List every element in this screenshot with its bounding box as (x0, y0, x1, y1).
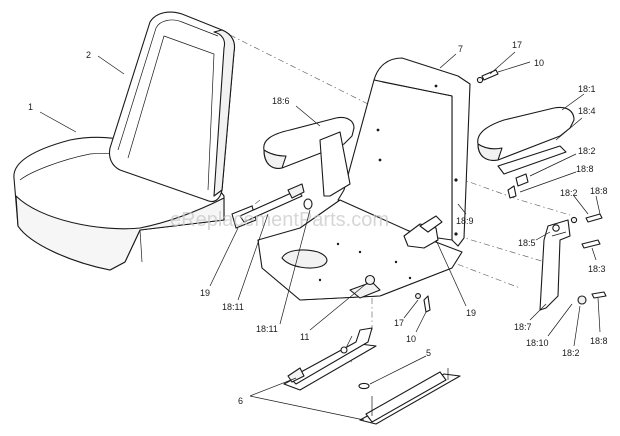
left-armrest (263, 116, 355, 197)
slide-rail-left (283, 327, 377, 391)
callout-5: 5 (426, 348, 431, 358)
callout-18-7: 18:7 (514, 322, 532, 332)
callout-2: 2 (86, 50, 91, 60)
callout-18-11: 18:11 (222, 302, 244, 312)
seat-frame (257, 57, 471, 301)
callout-labels: 1 2 7 17 10 18:1 18:4 18:6 18:2 18:8 18:… (28, 40, 608, 406)
callout-18-2: 18:2 (562, 348, 580, 358)
watermark: eReplacementParts.com (170, 209, 389, 231)
callout-18-8: 18:8 (590, 336, 608, 346)
seat-back-cushion (108, 11, 236, 203)
callout-11: 11 (300, 332, 309, 342)
callout-18-11: 18:11 (256, 324, 278, 334)
callout-19: 19 (466, 308, 476, 318)
leader-lines (39, 51, 601, 421)
callout-17: 17 (512, 40, 522, 50)
callout-19: 19 (200, 288, 210, 298)
callout-10: 10 (534, 58, 544, 68)
seat-belt-assembly (231, 183, 443, 286)
callout-18-9: 18:9 (456, 216, 474, 226)
callout-18-8: 18:8 (590, 186, 608, 196)
washer-5 (358, 382, 370, 390)
callout-18-8: 18:8 (576, 164, 594, 174)
callout-18-1: 18:1 (578, 84, 596, 94)
callout-18-6: 18:6 (272, 96, 290, 106)
armrest-bracket (539, 219, 587, 311)
callout-18-5: 18:5 (518, 238, 536, 248)
callout-1: 1 (28, 102, 33, 112)
slide-rail-right (359, 368, 461, 425)
callout-18-2: 18:2 (578, 146, 596, 156)
fasteners (415, 69, 607, 313)
callout-10: 10 (406, 334, 416, 344)
callout-18-4: 18:4 (578, 106, 596, 116)
callout-6: 6 (238, 396, 243, 406)
right-armrest (477, 106, 575, 175)
callout-18-2: 18:2 (560, 188, 578, 198)
callout-17: 17 (394, 318, 404, 328)
callout-18-3: 18:3 (588, 264, 606, 274)
callout-7: 7 (458, 44, 463, 54)
callout-18-10: 18:10 (526, 338, 549, 348)
